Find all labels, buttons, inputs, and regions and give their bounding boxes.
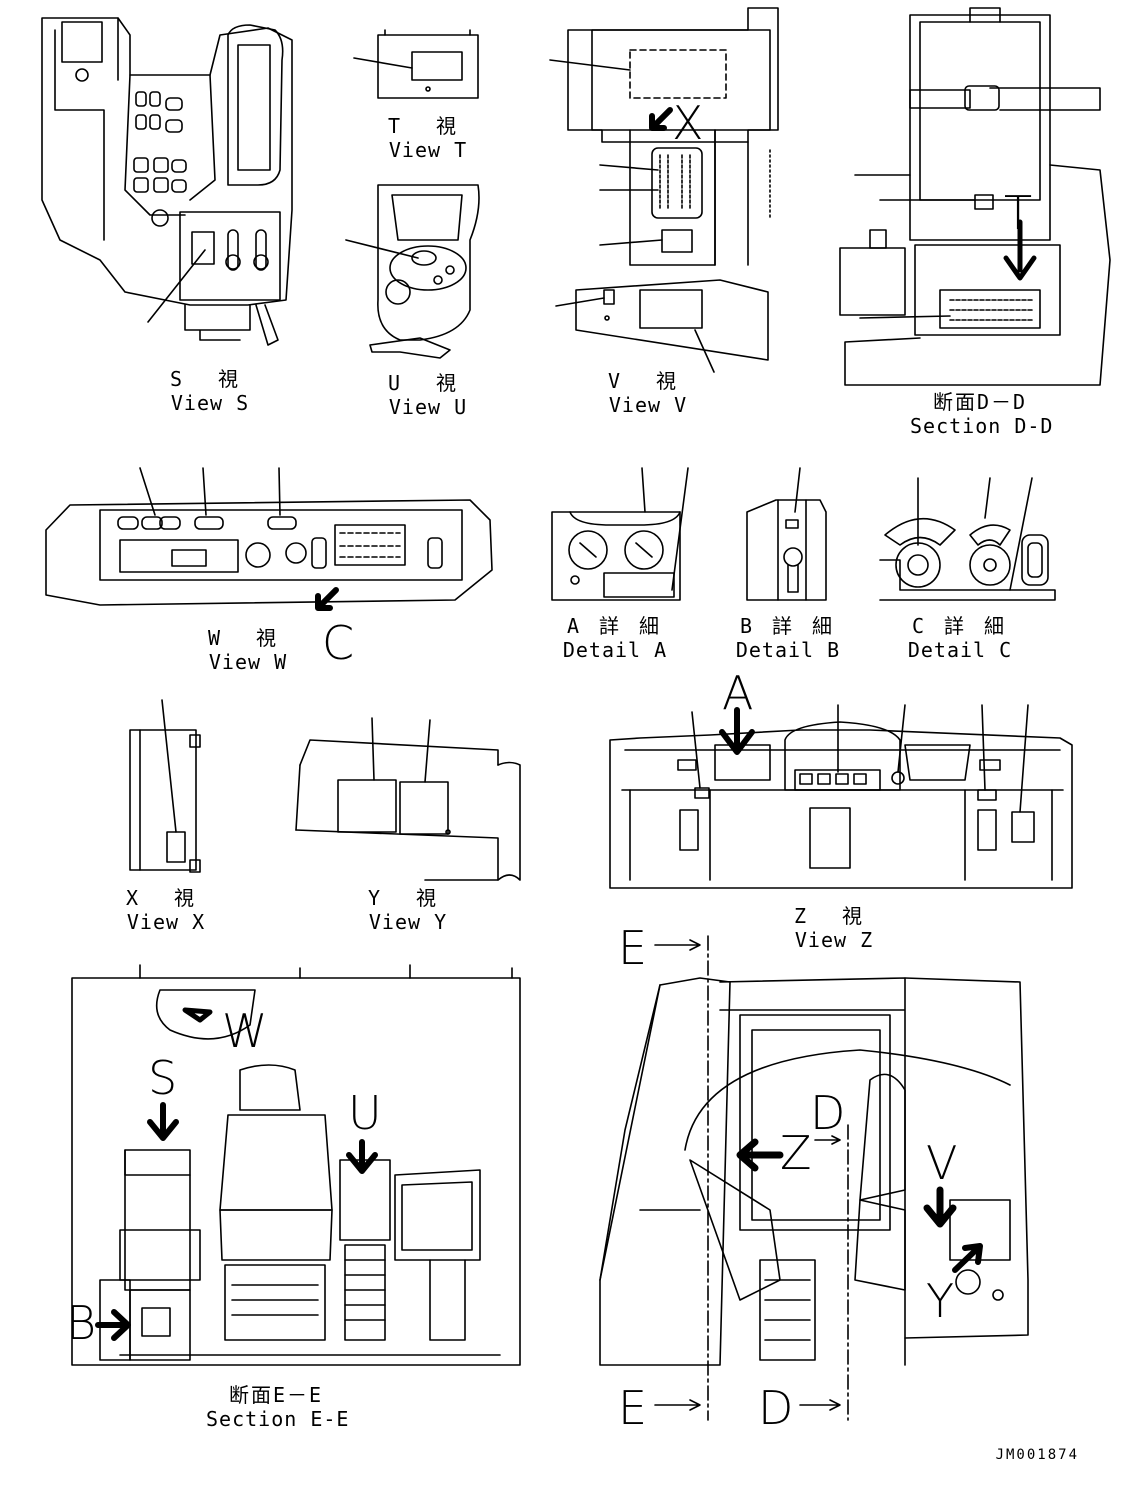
detail-a-drawing xyxy=(552,468,688,600)
callout-t: T xyxy=(1004,186,1033,240)
caption-section-ee: 断面E－E Section E-E xyxy=(206,1383,350,1431)
caption-section-dd: 断面D－D Section D-D xyxy=(910,390,1054,438)
view-y-drawing xyxy=(296,718,520,880)
callout-e-bottom: E xyxy=(618,1381,648,1435)
view-s-drawing xyxy=(42,18,292,345)
caption-view-t: T 視 View T xyxy=(387,114,469,162)
callout-e-top: E xyxy=(618,921,648,975)
callout-s: S xyxy=(148,1051,178,1105)
callout-y: Y xyxy=(926,1274,955,1328)
callout-x: X xyxy=(672,96,704,150)
document-id: JM001874 xyxy=(995,1447,1079,1463)
callout-d-top: D xyxy=(810,1086,846,1140)
view-v-drawing xyxy=(550,8,778,372)
view-z-drawing xyxy=(610,705,1072,888)
callout-w: W xyxy=(222,1004,268,1058)
callout-c: C xyxy=(322,616,355,670)
caption-detail-a: A 詳 細 Detail A xyxy=(562,614,668,662)
caption-view-z: Z 視 View Z xyxy=(793,904,875,952)
caption-detail-b: B 詳 細 Detail B xyxy=(735,614,841,662)
side-view-drawing xyxy=(600,936,1028,1420)
view-t-drawing xyxy=(354,30,478,98)
caption-detail-c: C 詳 細 Detail C xyxy=(907,614,1013,662)
section-dd-drawing xyxy=(840,8,1110,385)
detail-c-drawing xyxy=(880,478,1055,600)
detail-b-drawing xyxy=(747,468,826,600)
callout-a: A xyxy=(722,666,754,720)
caption-view-u: U 視 View U xyxy=(387,371,469,419)
caption-view-x: X 視 View X xyxy=(125,886,207,934)
caption-view-s: S 視 View S xyxy=(169,367,251,415)
callout-u: U xyxy=(348,1086,382,1140)
caption-view-y: Y 視 View Y xyxy=(367,886,449,934)
caption-view-w: W 視 View W xyxy=(207,626,289,674)
view-x-drawing xyxy=(130,700,200,872)
section-ee-drawing xyxy=(72,965,520,1365)
view-u-drawing xyxy=(346,185,479,358)
callout-b: B xyxy=(66,1296,97,1350)
callout-d-bottom: D xyxy=(758,1381,794,1435)
view-v-arrow-x xyxy=(652,110,670,128)
callout-v: V xyxy=(926,1136,958,1190)
view-w-drawing xyxy=(46,468,492,608)
caption-view-v: V 視 View V xyxy=(607,369,689,417)
callout-z: Z xyxy=(780,1126,812,1180)
